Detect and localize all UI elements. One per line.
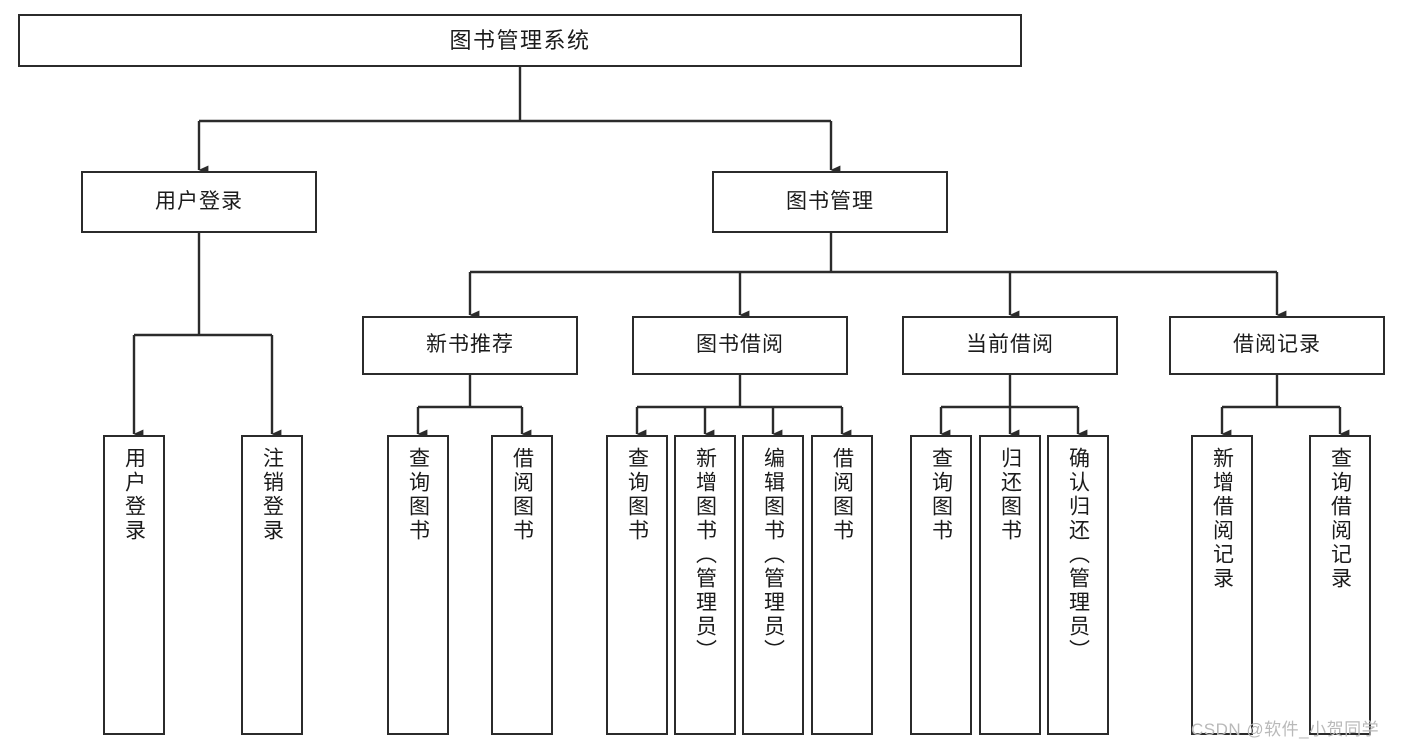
node-book-management[interactable]: 图书管理 [712,171,948,233]
node-label: 新增图书（管理员） [693,447,717,663]
leaf-borrow-edit-book-admin[interactable]: 编辑图书（管理员） [742,435,804,735]
leaf-current-confirm-return-admin[interactable]: 确认归还（管理员） [1047,435,1109,735]
node-label: 图书管理 [786,189,874,213]
node-root-system[interactable]: 图书管理系统 [18,14,1022,67]
leaf-user-login-login[interactable]: 用户登录 [103,435,165,735]
node-borrow-record[interactable]: 借阅记录 [1169,316,1385,375]
csdn-watermark: CSDN @软件_小贺同学 [1191,720,1380,739]
node-label: 借阅图书 [830,447,854,543]
node-label: 确认归还（管理员） [1066,447,1090,663]
node-new-book-recommend[interactable]: 新书推荐 [362,316,578,375]
node-user-login[interactable]: 用户登录 [81,171,317,233]
node-label: 借阅图书 [510,447,534,543]
leaf-borrow-borrow-book[interactable]: 借阅图书 [811,435,873,735]
leaf-current-return-book[interactable]: 归还图书 [979,435,1041,735]
node-label: 新书推荐 [426,333,514,357]
leaf-user-login-logout[interactable]: 注销登录 [241,435,303,735]
node-label: 用户登录 [122,447,146,543]
node-book-borrow[interactable]: 图书借阅 [632,316,848,375]
node-current-borrow[interactable]: 当前借阅 [902,316,1118,375]
node-label: 图书管理系统 [449,27,591,53]
node-label: 图书借阅 [696,333,784,357]
node-label: 归还图书 [998,447,1022,543]
node-label: 查询借阅记录 [1328,447,1352,591]
node-label: 查询图书 [929,447,953,543]
leaf-recommend-borrow-book[interactable]: 借阅图书 [491,435,553,735]
node-label: 借阅记录 [1233,333,1321,357]
node-label: 查询图书 [406,447,430,543]
leaf-borrow-add-book-admin[interactable]: 新增图书（管理员） [674,435,736,735]
leaf-current-query-book[interactable]: 查询图书 [910,435,972,735]
leaf-recommend-query-book[interactable]: 查询图书 [387,435,449,735]
node-label: 查询图书 [625,447,649,543]
node-label: 当前借阅 [966,333,1054,357]
node-label: 用户登录 [155,189,243,213]
leaf-borrow-query-book[interactable]: 查询图书 [606,435,668,735]
node-label: 注销登录 [260,447,284,543]
leaf-record-query-record[interactable]: 查询借阅记录 [1309,435,1371,735]
node-label: 编辑图书（管理员） [761,447,785,663]
leaf-record-add-record[interactable]: 新增借阅记录 [1191,435,1253,735]
node-label: 新增借阅记录 [1210,447,1234,591]
